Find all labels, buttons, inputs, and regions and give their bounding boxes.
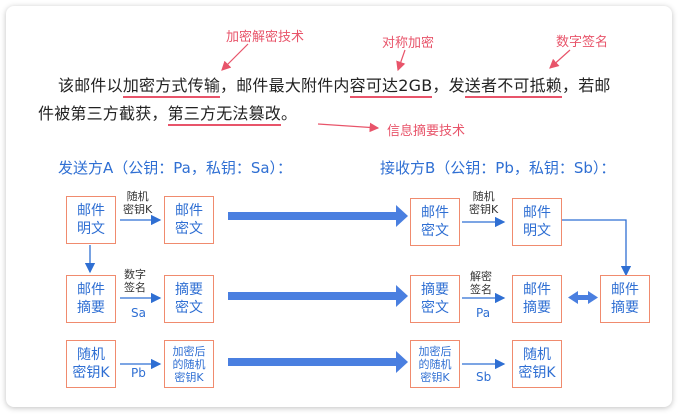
label-line: 密钥K [469, 203, 499, 216]
box-line: 密文 [421, 300, 449, 316]
key-pa: Pa [476, 306, 491, 320]
receiver-final-digest-box: 邮件摘要 [600, 275, 650, 323]
box-line: 邮件 [77, 203, 105, 219]
sender-cipher-box: 邮件密文 [164, 196, 214, 244]
text-segment: 该邮件以 [58, 76, 123, 95]
sender-key-box: 随机密钥K [66, 340, 116, 388]
annotation-encryption-tech: 加密解密技术 [226, 30, 305, 45]
compare-arrow [568, 291, 598, 304]
receiver-cipher-box: 邮件密文 [410, 198, 460, 246]
key-pb: Pb [131, 366, 146, 380]
label-line: 密钥K [123, 203, 153, 216]
label-line: 数字 [124, 268, 146, 281]
key-sb: Sb [476, 370, 492, 384]
sentence-line-2: 件被第三方截获，第三方无法篡改。 [38, 100, 298, 126]
box-line: 随机 [77, 347, 105, 363]
pointer-digest-tech [317, 122, 380, 133]
receiver-digest-cipher-box: 摘要密文 [410, 275, 460, 323]
underlined-non-repudiation: 送者不可抵赖 [464, 76, 562, 98]
box-line: 邮件 [523, 282, 551, 298]
text-segment: ，发 [432, 76, 465, 95]
box-line: 摘要 [175, 282, 203, 298]
annotation-digest-tech: 信息摘要技术 [387, 124, 466, 139]
box-line: 摘要 [77, 300, 105, 316]
label-line: 随机 [126, 190, 149, 203]
box-line: 摘要 [611, 300, 639, 316]
sender-random-key-label: 随机密钥K [123, 190, 152, 216]
thick-arrows [228, 205, 408, 373]
box-line: 摘要 [421, 282, 449, 298]
box-line: 摘要 [523, 300, 551, 316]
text-segment: 件被第三方截获， [38, 104, 168, 123]
sender-digest-box: 邮件摘要 [66, 275, 116, 323]
box-line: 加密后 [418, 344, 452, 358]
sender-sign-label: 数字签名 [124, 268, 146, 294]
receiver-key-box: 随机密钥K [512, 340, 562, 388]
receiver-encrypted-key-box: 加密后的随机密钥K [410, 340, 460, 388]
receiver-header: 接收方B（公钥：Pb，私钥：Sb）： [380, 159, 616, 177]
label-line: 随机 [472, 190, 495, 203]
box-line: 邮件 [175, 203, 203, 219]
annotation-digital-signature: 数字签名 [556, 35, 609, 50]
box-line: 明文 [77, 221, 105, 237]
box-line: 的随机 [418, 357, 452, 371]
receiver-decrypt-label: 解密签名 [470, 270, 492, 296]
box-line: 的随机 [172, 357, 206, 371]
sender-plain-box: 邮件明文 [66, 196, 116, 244]
box-line: 密钥K [420, 370, 450, 384]
box-line: 加密后 [172, 344, 206, 358]
text-segment: ，邮件最大附件内 [220, 76, 350, 95]
receiver-digest-box: 邮件摘要 [512, 275, 562, 323]
arrow-r-plain-to-final-digest [562, 219, 632, 277]
key-sa: Sa [131, 306, 146, 320]
box-line: 密钥K [174, 370, 204, 384]
sender-digest-cipher-box: 摘要密文 [164, 275, 214, 323]
box-line: 邮件 [523, 205, 551, 221]
underlined-tamper-proof: 第三方无法篡改 [167, 104, 282, 126]
sender-header: 发送方A（公钥：Pa，私钥：Sa）： [58, 159, 293, 177]
receiver-random-key-label: 随机密钥K [469, 190, 498, 216]
box-line: 邮件 [611, 282, 639, 298]
box-line: 密钥K [72, 365, 110, 381]
pointer-symmetric [396, 49, 406, 72]
receiver-plain-box: 邮件明文 [512, 198, 562, 246]
box-line: 密文 [175, 221, 203, 237]
label-line: 签名 [470, 283, 492, 296]
box-line: 邮件 [421, 205, 449, 221]
text-segment: ，若邮 [562, 76, 611, 95]
underlined-capacity: 容可达2GB [349, 76, 433, 98]
box-line: 明文 [523, 223, 551, 239]
box-line: 密钥K [518, 365, 556, 381]
text-segment: 。 [281, 104, 298, 123]
label-line: 解密 [470, 270, 492, 283]
annotation-symmetric: 对称加密 [382, 36, 435, 51]
pointer-signature [549, 49, 571, 69]
sentence-line-1: 该邮件以加密方式传输，邮件最大附件内容可达2GB，发送者不可抵赖，若邮 [58, 72, 611, 98]
label-line: 签名 [124, 281, 146, 294]
sender-encrypted-key-box: 加密后的随机密钥K [164, 340, 214, 388]
box-line: 密文 [421, 223, 449, 239]
box-line: 密文 [175, 300, 203, 316]
box-line: 随机 [523, 347, 551, 363]
underlined-encryption-mode: 加密方式传输 [122, 76, 221, 98]
pointer-encryption-tech [221, 43, 249, 71]
box-line: 邮件 [77, 282, 105, 298]
